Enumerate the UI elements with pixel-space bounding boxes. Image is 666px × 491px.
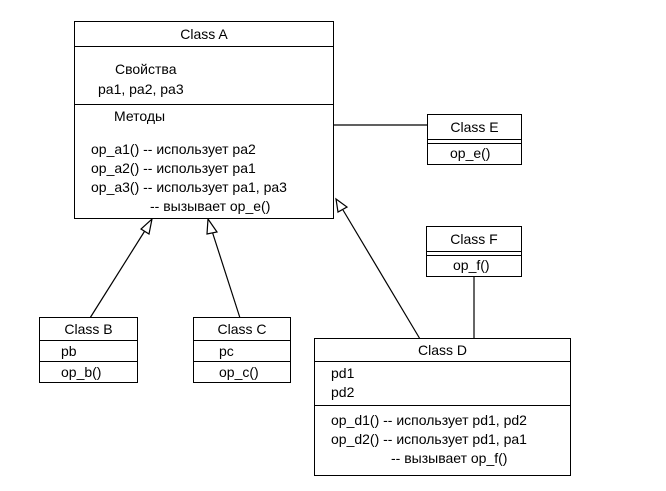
class-d-box: Class D pd1 pd2 op_d1() -- использует pd… [314,338,571,476]
class-f-box: Class F op_f() [426,226,522,277]
class-c-attribute: pc [219,343,234,359]
class-a-method-2: op_a2() -- использует pa1 [91,160,256,176]
inheritance-arrowhead-c-a [206,217,219,235]
class-c-box: Class C pc op_c() [193,317,291,383]
class-e-box: Class E op_e() [427,114,522,165]
inheritance-line-b-a [89,228,147,319]
class-d-attribute-2: pd2 [331,384,355,400]
class-a-method-3-call: -- вызывает op_e() [150,198,271,214]
class-a-properties-heading: Свойства [115,61,177,77]
class-e-methods-section: op_e() [428,143,521,161]
class-c-title: Class C [217,321,267,337]
class-c-method: op_c() [219,364,259,380]
class-b-attributes-section: pb [40,340,137,361]
class-f-method: op_f() [453,257,490,273]
class-b-attribute: pb [61,343,77,359]
class-d-method-2: op_d2() -- использует pd1, pa1 [331,431,527,447]
inheritance-arrowhead-b-a [140,217,153,235]
class-a-method-1: op_a1() -- использует pa2 [91,141,256,157]
class-d-title: Class D [417,342,467,358]
class-a-methods-heading: Методы [114,108,166,124]
class-f-methods-section: op_f() [427,255,521,273]
class-e-title: Class E [450,119,499,135]
inheritance-line-d-a [342,209,421,340]
class-a-methods-section: Методы op_a1() -- использует pa2 op_a2()… [75,104,333,218]
class-a-title: Class A [180,26,228,42]
class-a-box: Class A Свойства pa1, pa2, pa3 Методы op… [74,21,334,219]
class-f-title: Class F [450,231,498,247]
class-d-method-2-call: -- вызывает op_f() [391,450,508,466]
class-f-attributes-section [427,251,521,255]
class-a-properties-section: Свойства pa1, pa2, pa3 [75,46,333,104]
class-d-attributes-section: pd1 pd2 [315,361,570,405]
class-c-methods-section: op_c() [194,361,290,381]
class-b-method: op_b() [61,364,102,380]
class-c-attributes-section: pc [194,340,290,361]
class-b-title: Class B [64,321,113,337]
inheritance-arrowhead-d-a [335,197,349,213]
class-e-method: op_e() [450,145,491,161]
class-d-method-1: op_d1() -- использует pd1, pd2 [331,412,527,428]
class-a-properties: pa1, pa2, pa3 [98,81,184,97]
class-a-method-3: op_a3() -- использует pa1, pa3 [91,179,287,195]
class-d-attribute-1: pd1 [331,365,355,381]
class-e-attributes-section [428,139,521,143]
class-d-methods-section: op_d1() -- использует pd1, pd2 op_d2() -… [315,405,570,473]
inheritance-line-c-a [211,230,241,319]
class-b-methods-section: op_b() [40,361,137,381]
class-b-box: Class B pb op_b() [39,317,138,383]
